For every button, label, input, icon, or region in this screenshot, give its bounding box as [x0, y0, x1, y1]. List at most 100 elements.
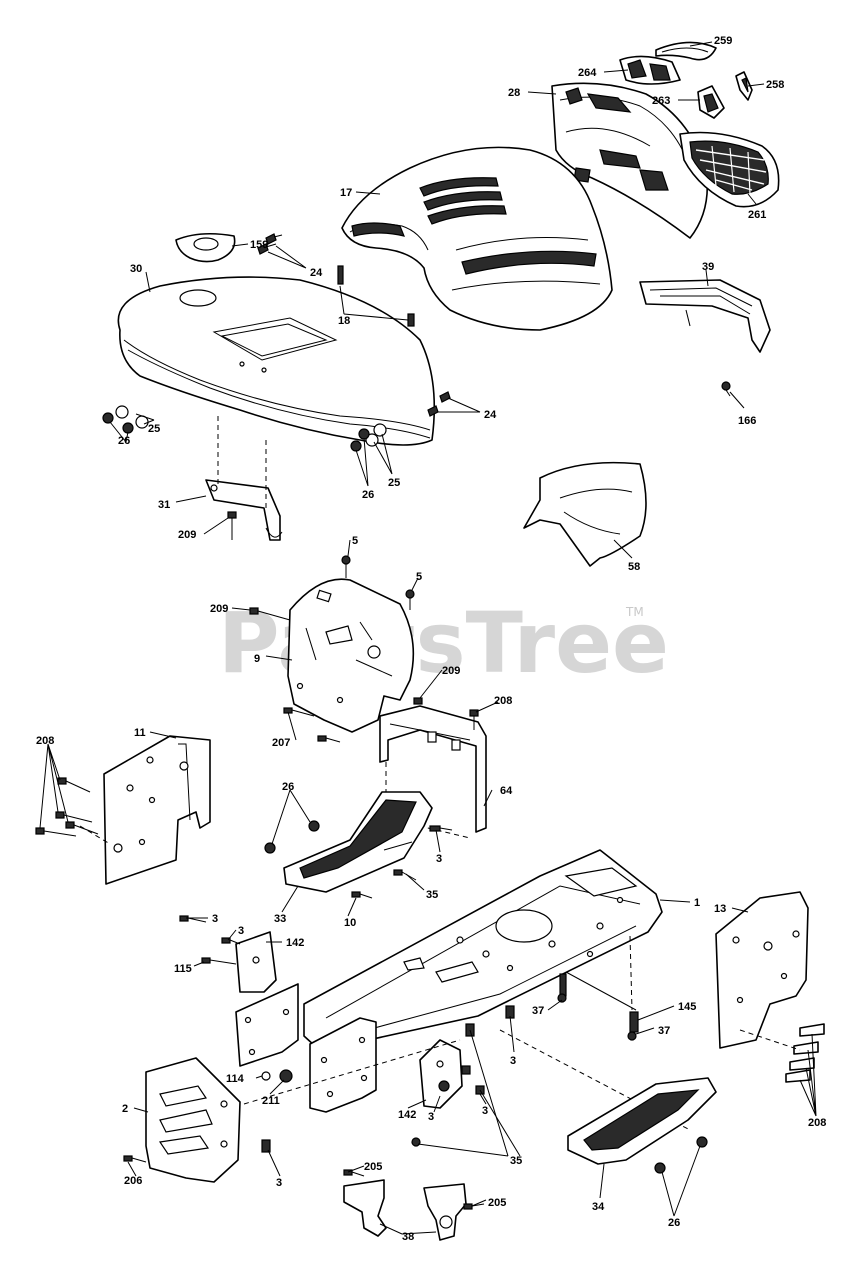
- part-10-bolt[interactable]: [351, 891, 373, 899]
- callout-26-right: 26: [362, 489, 374, 501]
- callout-37-b: 37: [658, 1025, 670, 1037]
- callout-1: 1: [694, 897, 700, 909]
- part-261-grille[interactable]: [679, 131, 780, 208]
- callout-33: 33: [274, 913, 286, 925]
- callout-3-lower-left: 3: [276, 1177, 282, 1189]
- part-39-bracket[interactable]: [639, 279, 771, 353]
- part-211-nut[interactable]: [279, 1069, 293, 1083]
- part-209-screw-right[interactable]: [413, 697, 423, 705]
- callout-159: 159: [250, 239, 268, 251]
- callout-3-ul-a: 3: [212, 913, 218, 925]
- dashed-guide-145: [629, 935, 633, 1011]
- part-64-bracket[interactable]: [379, 705, 487, 833]
- callout-3-mid: 3: [436, 853, 442, 865]
- callout-206: 206: [124, 1175, 142, 1187]
- callout-26-lower-right: 26: [668, 1217, 680, 1229]
- part-11-side-plate[interactable]: [103, 735, 211, 885]
- watermark-text: PartsTree: [218, 594, 669, 692]
- part-208-bolts-left[interactable]: [35, 777, 99, 837]
- part-34-footrest-right[interactable]: [567, 1077, 717, 1165]
- part-front-plate-center[interactable]: [309, 1017, 377, 1113]
- part-28-hood-front[interactable]: [551, 82, 709, 239]
- part-263-headlight-right[interactable]: [697, 85, 725, 119]
- part-26-nuts-lower-right[interactable]: [654, 1136, 708, 1174]
- part-37-bushing-b[interactable]: [627, 1031, 637, 1041]
- callout-26-left: 26: [118, 435, 130, 447]
- part-58-heat-shield[interactable]: [523, 461, 647, 567]
- callout-labels: 259 264 258 28 263 17 261 159 24 30 18 3…: [36, 35, 826, 1243]
- callout-11: 11: [134, 727, 146, 739]
- part-31-dash-bracket[interactable]: [205, 479, 283, 541]
- part-264-headlight-left[interactable]: [619, 55, 681, 85]
- callout-17: 17: [340, 187, 352, 199]
- callout-258: 258: [766, 79, 784, 91]
- callout-166: 166: [738, 415, 756, 427]
- callout-263: 263: [652, 95, 670, 107]
- callout-208-left: 208: [36, 735, 54, 747]
- dashed-guide-11: [79, 825, 111, 845]
- callout-9: 9: [254, 653, 260, 665]
- callout-3-lower-b: 3: [482, 1105, 488, 1117]
- part-26-nuts-mid[interactable]: [264, 820, 320, 854]
- part-145-rod[interactable]: [559, 971, 639, 1033]
- part-208-bolt-top[interactable]: [469, 709, 479, 730]
- part-115-bolt[interactable]: [201, 957, 237, 965]
- callout-28: 28: [508, 87, 520, 99]
- part-26-25-nuts-left[interactable]: [102, 405, 149, 434]
- part-206-bolt[interactable]: [123, 1155, 147, 1163]
- part-209-screw-dash[interactable]: [227, 511, 237, 540]
- callout-38: 38: [402, 1231, 414, 1243]
- part-13-side-plate-right[interactable]: [715, 891, 809, 1049]
- part-258-lens-right[interactable]: [735, 71, 753, 101]
- part-35-bolt-mid[interactable]: [393, 869, 417, 881]
- watermark-tm: TM: [625, 605, 644, 619]
- part-114-spacer[interactable]: [261, 1071, 271, 1081]
- part-159-cup-holder[interactable]: [175, 232, 236, 263]
- part-front-plate-left[interactable]: [235, 983, 299, 1067]
- part-35-bolts-lower[interactable]: [411, 1137, 421, 1147]
- part-207-screws[interactable]: [283, 707, 341, 743]
- callout-205-right: 205: [488, 1197, 506, 1209]
- part-17-hood[interactable]: [341, 146, 613, 331]
- part-3-bolts-upper-left[interactable]: [179, 915, 241, 945]
- callout-2: 2: [122, 1103, 128, 1115]
- callout-115: 115: [174, 963, 192, 975]
- callout-24-upper: 24: [310, 267, 323, 279]
- part-33-footrest-left[interactable]: [283, 791, 433, 893]
- part-166-screw[interactable]: [721, 381, 731, 397]
- part-208-bolts-right[interactable]: [785, 1023, 825, 1083]
- callout-35-lower: 35: [510, 1155, 522, 1167]
- part-1-frame[interactable]: [303, 849, 663, 1057]
- part-18-pin-b[interactable]: [407, 313, 415, 327]
- part-259-lens[interactable]: [655, 41, 717, 61]
- callout-26-mid: 26: [282, 781, 294, 793]
- part-3-bolt-lower-left[interactable]: [261, 1139, 271, 1153]
- part-5-nut-a[interactable]: [341, 555, 351, 578]
- part-38-bracket-right[interactable]: [423, 1183, 467, 1241]
- part-205-screw-left[interactable]: [343, 1169, 365, 1177]
- part-30-dash-panel[interactable]: [117, 276, 436, 446]
- callout-3-center: 3: [510, 1055, 516, 1067]
- callout-30: 30: [130, 263, 142, 275]
- leader-lines: [39, 41, 817, 1235]
- part-3-bolt-mid[interactable]: [429, 825, 453, 832]
- callout-25-left: 25: [148, 423, 160, 435]
- part-142-bracket-lower[interactable]: [419, 1039, 463, 1109]
- part-9-dash-support[interactable]: [287, 578, 415, 733]
- part-142-bracket-upper[interactable]: [235, 931, 277, 993]
- part-18-pin-a[interactable]: [337, 265, 344, 285]
- part-37-bushing-a[interactable]: [557, 993, 567, 1003]
- part-209-screw-left[interactable]: [249, 607, 291, 621]
- callout-31: 31: [158, 499, 170, 511]
- part-24-bolt-upper[interactable]: [257, 233, 283, 255]
- part-3-bolts-lower-center[interactable]: [461, 1005, 515, 1095]
- callout-37-a: 37: [532, 1005, 544, 1017]
- part-38-bracket-left[interactable]: [343, 1179, 387, 1237]
- callout-261: 261: [748, 209, 766, 221]
- callout-264: 264: [578, 67, 597, 79]
- part-5-nut-b[interactable]: [405, 589, 415, 610]
- part-2-front-bracket[interactable]: [145, 1057, 241, 1183]
- callout-5-a: 5: [352, 535, 358, 547]
- callout-39: 39: [702, 261, 714, 273]
